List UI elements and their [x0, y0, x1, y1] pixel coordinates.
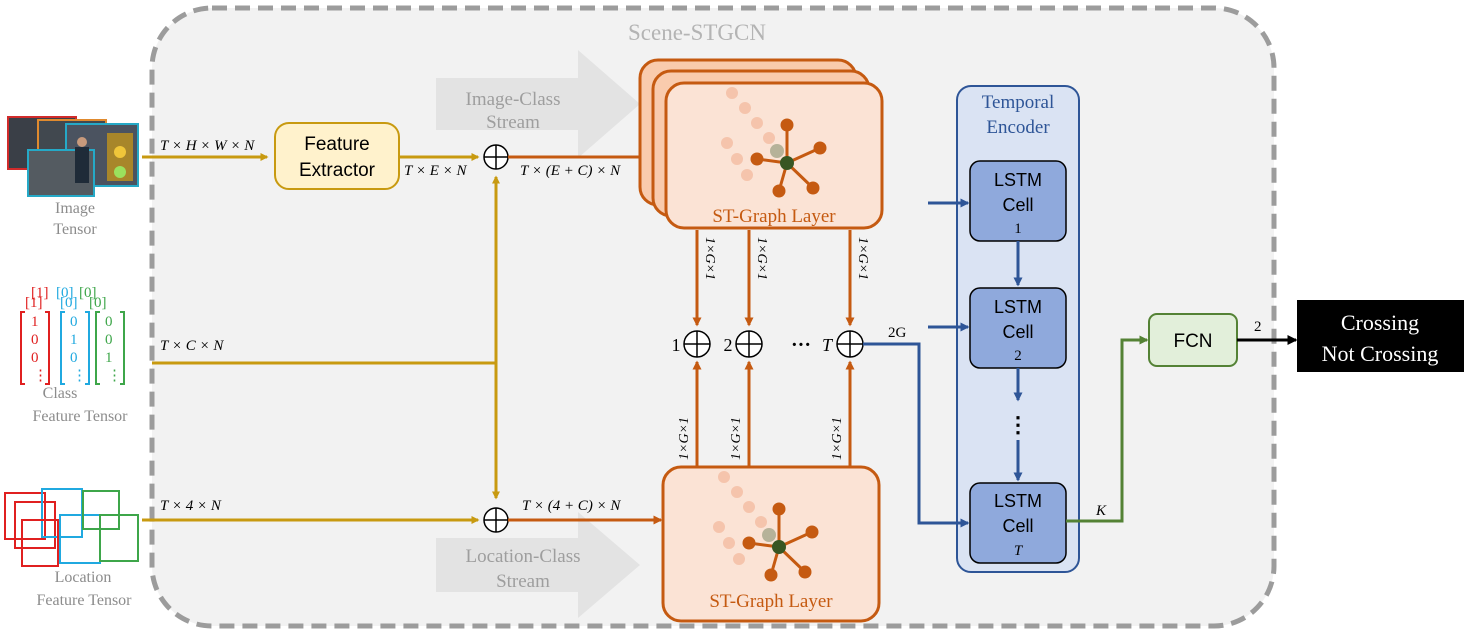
class-matrix-value-2: 0 [31, 332, 39, 348]
sum-out-label: 2G [888, 325, 907, 341]
output-label-1: Crossing [1341, 310, 1419, 335]
lstm-cell-t-index: T [1014, 543, 1024, 559]
lstm-cell-1: LSTM Cell 1 [969, 160, 1067, 242]
lstm-cell-1-index: 1 [1014, 221, 1022, 237]
svg-text:1: 1 [70, 332, 78, 348]
location-class-stream-arrow [436, 512, 640, 618]
lstm-cell-t: LSTM Cell T [969, 482, 1067, 564]
feature-extractor-out-dims: T × E × N [404, 163, 467, 179]
class-feature-tensor-icon: [1] [0] [0] [1] [0] [0] 1 0 0 ⋮ 0 1 0 ⋮ … [20, 285, 125, 385]
lstm-cell-2-line1: LSTM [994, 297, 1042, 317]
output-box [1297, 300, 1464, 372]
image-tensor-label-1: Image [55, 200, 95, 217]
sum-label-t: T [822, 335, 834, 355]
svg-text:[1]: [1] [31, 285, 49, 301]
temporal-encoder-label-1: Temporal [982, 92, 1055, 113]
lstm-cell-1-line1: LSTM [994, 170, 1042, 190]
edge-dim-top-2: 1×G×1 [754, 237, 769, 280]
edge-dim-bottom-2: 1×G×1 [729, 417, 744, 460]
lstm-cell-t-line2: Cell [1002, 516, 1033, 536]
lstm-to-fcn-arrow [1066, 335, 1149, 523]
location-class-concat [483, 507, 509, 533]
lstm-ellipsis: ⋮ [1007, 412, 1029, 437]
feature-extractor-label-1: Feature [304, 134, 369, 155]
sum-label-2: 2 [724, 335, 733, 355]
edge-dim-top-3: 1×G×1 [855, 237, 870, 280]
image-class-stream-label-1: Image-Class [466, 89, 561, 110]
class-tensor-dims: T × C × N [160, 338, 224, 354]
class-matrix-value-3: 0 [31, 350, 39, 366]
image-tensor-label-2: Tensor [53, 221, 97, 238]
lstm-cell-2: LSTM Cell 2 [969, 287, 1067, 369]
bottom-st-graph-layer [661, 465, 881, 623]
svg-text:[0]: [0] [56, 285, 74, 301]
edge-dim-bottom-1: 1×G×1 [677, 417, 692, 460]
lstm-out-label: K [1095, 503, 1107, 519]
image-class-stream-arrow [436, 50, 640, 158]
lstm-cell-2-index: 2 [1014, 348, 1022, 364]
svg-text:[0]: [0] [89, 295, 107, 311]
location-tensor-label-2: Feature Tensor [37, 592, 133, 609]
output-label-2: Not Crossing [1322, 341, 1439, 366]
graph-edges [692, 230, 855, 467]
image-tensor-dims: T × H × W × N [160, 138, 255, 154]
feature-extractor-box [274, 122, 400, 190]
top-st-graph-label: ST-Graph Layer [712, 206, 836, 227]
svg-text:0: 0 [70, 314, 78, 330]
location-feature-tensor-icon [4, 488, 139, 567]
class-tensor-label-1: Class [43, 385, 78, 402]
location-class-dims: T × (4 + C) × N [522, 498, 621, 514]
lstm-arrows [863, 198, 1023, 528]
class-matrix-value-4: ⋮ [33, 368, 48, 384]
edge-dim-top-1: 1×G×1 [702, 237, 717, 280]
scene-stgcn-title: Scene-STGCN [628, 20, 766, 45]
svg-text:[1]: [1] [25, 295, 43, 311]
top-st-graph-layer [638, 58, 884, 230]
svg-text:⋮: ⋮ [72, 368, 87, 384]
feature-extractor-label-2: Extractor [299, 160, 376, 181]
fcn-label: FCN [1173, 331, 1212, 352]
svg-text:0: 0 [105, 314, 113, 330]
lstm-cell-1-line2: Cell [1002, 195, 1033, 215]
image-class-dims: T × (E + C) × N [520, 163, 621, 179]
class-matrix-value-1: 1 [31, 314, 39, 330]
sum-node-2 [735, 330, 763, 358]
svg-text:[0]: [0] [60, 295, 78, 311]
sum-ellipsis: ··· [791, 334, 811, 356]
svg-text:0: 0 [70, 350, 78, 366]
location-class-stream-label-2: Stream [496, 571, 550, 592]
lstm-cell-t-line1: LSTM [994, 491, 1042, 511]
location-tensor-dims: T × 4 × N [160, 498, 222, 514]
image-tensor-icon [7, 116, 139, 197]
sum-label-1: 1 [672, 335, 681, 355]
fcn-out-label: 2 [1254, 319, 1262, 335]
lstm-cell-2-line2: Cell [1002, 322, 1033, 342]
class-tensor-label-2: Feature Tensor [33, 408, 129, 425]
image-class-concat [483, 144, 509, 170]
location-class-stream-label-1: Location-Class [465, 546, 580, 567]
svg-text:1: 1 [105, 350, 113, 366]
temporal-encoder-label-2: Encoder [986, 117, 1050, 138]
sum-node-t [836, 330, 864, 358]
input-flow-lines [142, 153, 500, 524]
svg-text:[0]: [0] [79, 285, 97, 301]
svg-text:0: 0 [105, 332, 113, 348]
image-class-stream-label-2: Stream [486, 112, 540, 133]
sum-node-1 [683, 330, 711, 358]
bottom-st-graph-label: ST-Graph Layer [709, 591, 833, 612]
location-tensor-label-1: Location [55, 569, 112, 586]
svg-text:⋮: ⋮ [107, 368, 122, 384]
edge-dim-bottom-3: 1×G×1 [830, 417, 845, 460]
